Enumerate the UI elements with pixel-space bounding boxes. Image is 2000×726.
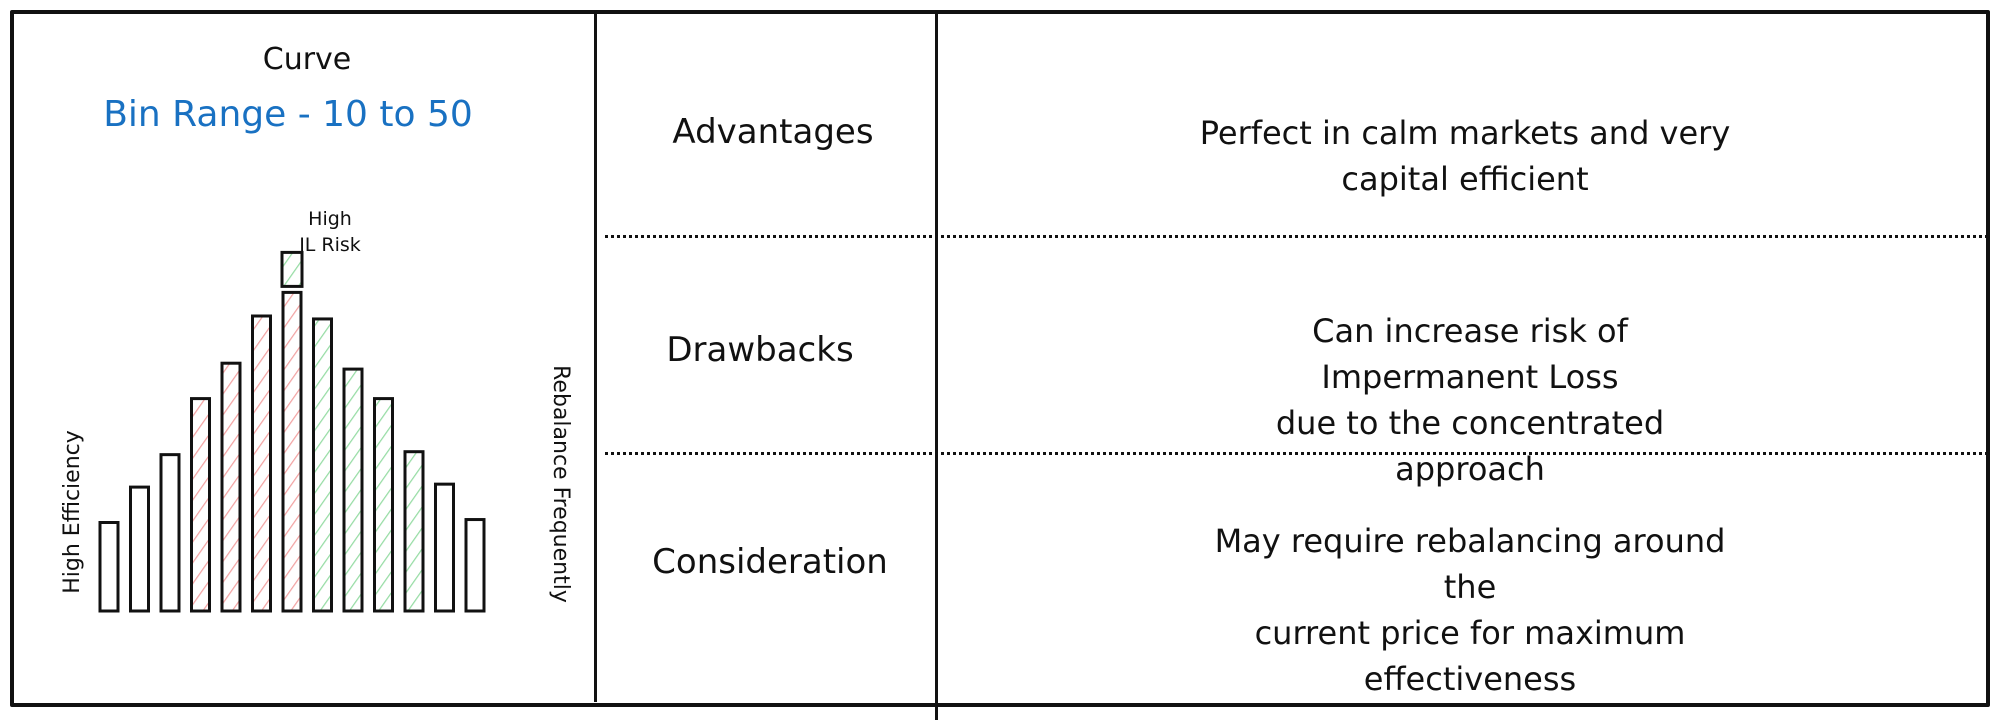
curve-bar-2: [129, 485, 150, 613]
curve-bar-10: [373, 397, 394, 613]
row-description-consideration: May require rebalancing around the curre…: [1214, 522, 1726, 698]
divider-label-column: [935, 14, 938, 720]
curve-subtitle: Bin Range - 10 to 50: [103, 94, 473, 135]
curve-bar-7: [281, 290, 303, 613]
curve-bar-1: [98, 521, 120, 613]
curve-bar-9: [342, 367, 364, 613]
row-label-advantages: Advantages: [672, 112, 874, 152]
row-description-drawbacks: Can increase risk of Impermanent Loss du…: [1275, 312, 1665, 488]
row-label-drawbacks: Drawbacks: [666, 330, 854, 370]
row-description-advantages: Perfect in calm markets and very capital…: [1199, 114, 1731, 198]
curve-title: Curve: [262, 42, 352, 77]
curve-bar-5: [220, 361, 242, 613]
curve-bar-11: [403, 450, 425, 613]
curve-bar-8: [312, 317, 333, 613]
row-separator-2: [605, 452, 1988, 455]
curve-bar-4: [190, 397, 211, 613]
row-label-consideration: Consideration: [652, 542, 888, 582]
curve-bar-13: [464, 518, 486, 613]
curve-bar-6: [251, 314, 272, 613]
divider-curve-panel: [594, 12, 597, 702]
peak-il-risk-marker: [280, 250, 304, 288]
peak-il-risk-label: High IL Risk: [299, 208, 361, 256]
row-separator-1: [605, 235, 1988, 238]
diagram-frame: [10, 10, 1990, 707]
curve-bar-3: [159, 453, 181, 613]
curve-bar-12: [434, 482, 455, 613]
